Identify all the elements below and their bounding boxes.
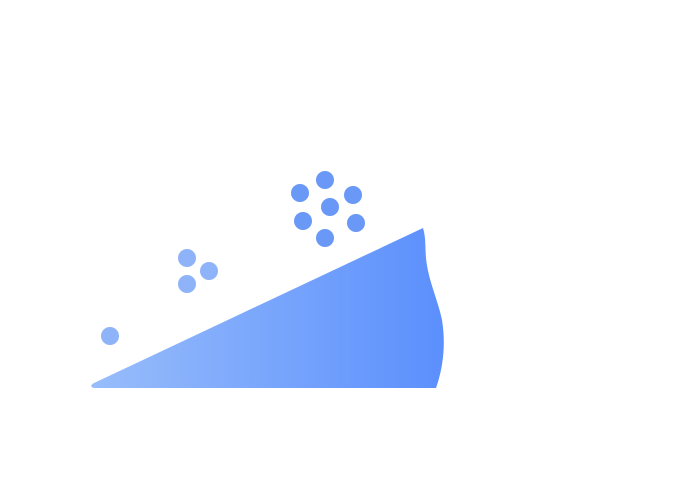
- dot: [347, 214, 365, 232]
- wedge-shape: [91, 228, 444, 388]
- dot: [344, 186, 362, 204]
- dot-cluster-small: [178, 249, 218, 293]
- dot: [178, 249, 196, 267]
- dot: [178, 275, 196, 293]
- dot: [291, 184, 309, 202]
- dot: [294, 212, 312, 230]
- dot-single: [101, 327, 119, 345]
- dot: [316, 171, 334, 189]
- dot: [200, 262, 218, 280]
- dot-cluster-flower: [291, 171, 365, 247]
- dot: [316, 229, 334, 247]
- dot: [321, 198, 339, 216]
